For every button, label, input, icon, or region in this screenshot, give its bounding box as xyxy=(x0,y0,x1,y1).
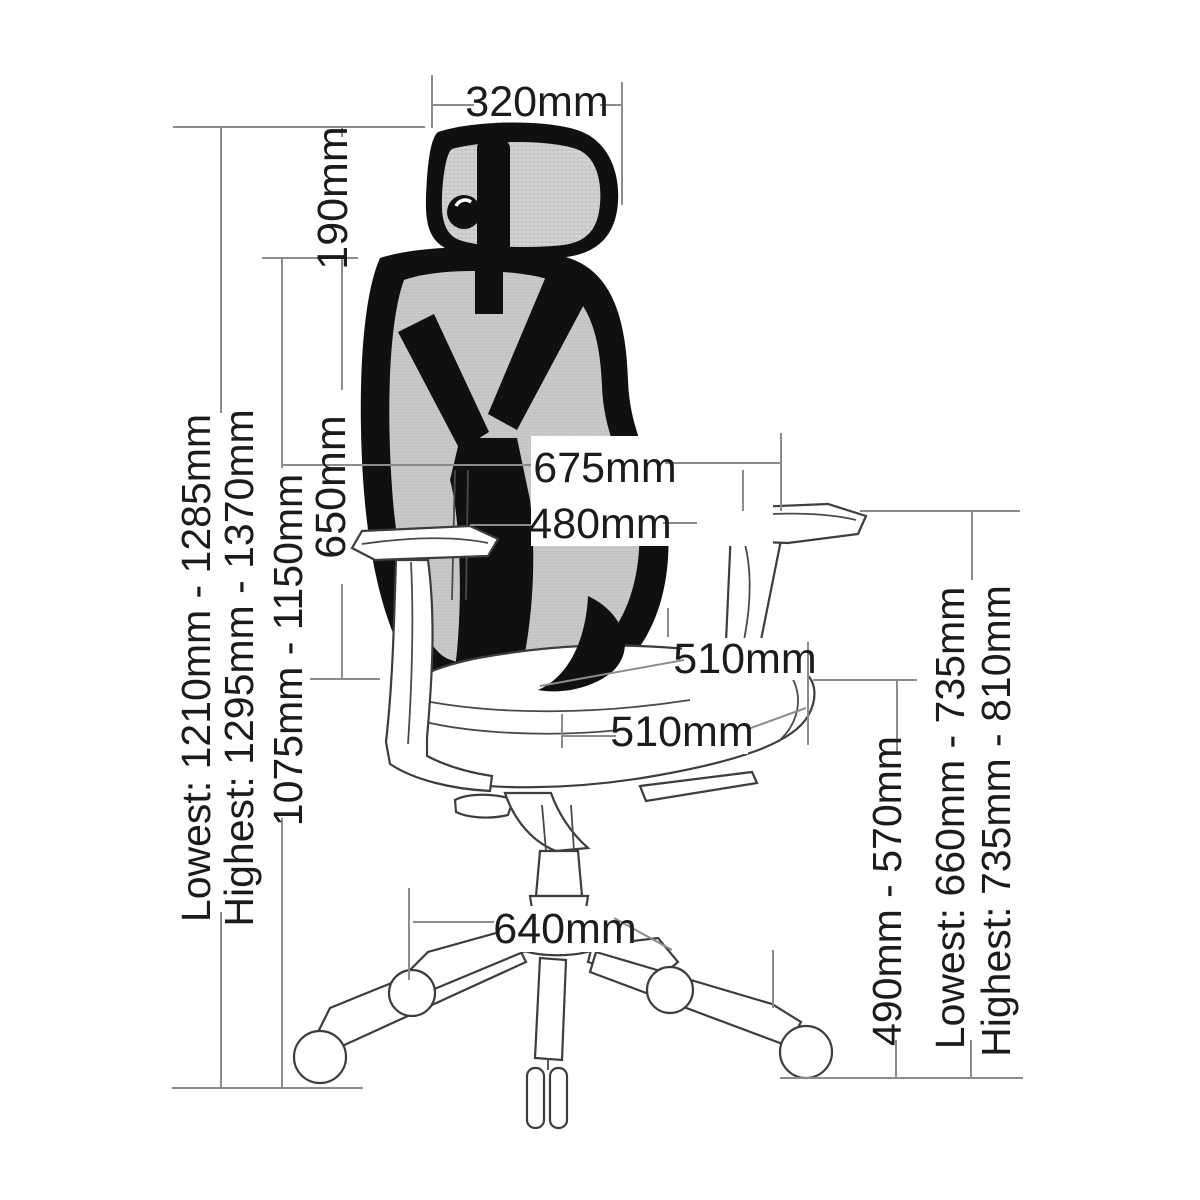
backrest-y-frame-right-arm xyxy=(488,262,596,430)
backrest xyxy=(360,247,669,695)
dim-510-depth-lines xyxy=(539,608,809,745)
label-backrest-top-to-floor: 1075mm - 1150mm xyxy=(265,474,311,826)
right-adjust-lever xyxy=(638,770,759,803)
dim-190-650-lines xyxy=(310,127,380,680)
armrest-left-pad-line xyxy=(361,537,489,545)
armrest-left xyxy=(350,524,500,793)
dimension-annotations: 320mm 190mm 650mm 675mm 480mm 510mm 510m… xyxy=(172,75,1023,1089)
dim-total-height-lines xyxy=(172,126,425,1089)
gas-lift-sleeve xyxy=(534,849,584,898)
caster-back-right xyxy=(645,965,695,1015)
seat-mechanism xyxy=(503,791,591,853)
label-backrest-height: 650mm xyxy=(307,415,355,558)
caster-outer-left xyxy=(292,1029,348,1085)
dim-480-lines xyxy=(470,522,697,526)
caster-front-wheel-left xyxy=(525,1066,546,1130)
label-box-675-480 xyxy=(531,436,773,546)
base-leg-front xyxy=(533,956,568,1062)
label-seat-depth: 510mm xyxy=(673,635,816,683)
backrest-y-frame-left-arm xyxy=(398,314,489,450)
label-backrest-depth: 675mm xyxy=(533,444,676,492)
base-five-star xyxy=(292,925,834,1130)
dim-640-lines xyxy=(408,888,774,1008)
label-armrest-height-lowest: Lowest: 660mm - 735mm xyxy=(927,587,973,1050)
headrest-knob-slot xyxy=(454,198,473,207)
label-box-640 xyxy=(496,906,634,952)
label-armrest-height-highest: Highest: 735mm - 810mm xyxy=(973,585,1019,1057)
label-headrest-width: 320mm xyxy=(465,78,608,126)
dim-675-lines xyxy=(282,433,782,511)
label-box-510-width xyxy=(616,710,748,754)
left-adjust-lever xyxy=(453,793,515,819)
caster-outer-right xyxy=(778,1024,834,1080)
dim-seat-height-lines xyxy=(813,679,917,1078)
chair-illustration xyxy=(292,122,868,1130)
caster-back-left xyxy=(387,968,437,1018)
headrest-mesh xyxy=(441,142,601,247)
label-box-510-depth xyxy=(682,638,808,680)
armrest-left-post-line xyxy=(407,561,414,745)
armrest-left-pad xyxy=(350,524,500,562)
armrest-right-post xyxy=(724,528,785,647)
label-armrest-span: 480mm xyxy=(528,500,671,548)
backrest-y-frame-spine xyxy=(450,438,534,668)
label-total-height-lowest: Lowest: 1210mm - 1285mm xyxy=(173,414,219,922)
seat-contour-line xyxy=(419,699,691,713)
label-headrest-height: 190mm xyxy=(309,126,357,269)
gas-lift-column xyxy=(541,804,575,852)
caster-front-wheel-right xyxy=(548,1066,569,1130)
headrest-stem xyxy=(475,250,503,314)
dim-510-width-lines xyxy=(561,707,807,748)
headrest-bracket-bar xyxy=(477,140,510,270)
seat-front-edge-line xyxy=(779,673,799,741)
base-leg-outer-right xyxy=(588,950,803,1048)
dim-armrest-height-lines xyxy=(860,510,1020,1078)
label-base-width: 640mm xyxy=(493,905,636,953)
label-seat-height-range: 490mm - 570mm xyxy=(864,736,910,1046)
label-total-height-highest: Highest: 1295mm - 1370mm xyxy=(216,409,262,926)
dim-320-lines xyxy=(431,75,623,205)
headrest xyxy=(425,122,619,314)
backrest-bottom-overlay xyxy=(538,596,625,692)
seat-assembly xyxy=(292,596,834,1130)
label-seat-width: 510mm xyxy=(610,708,753,756)
